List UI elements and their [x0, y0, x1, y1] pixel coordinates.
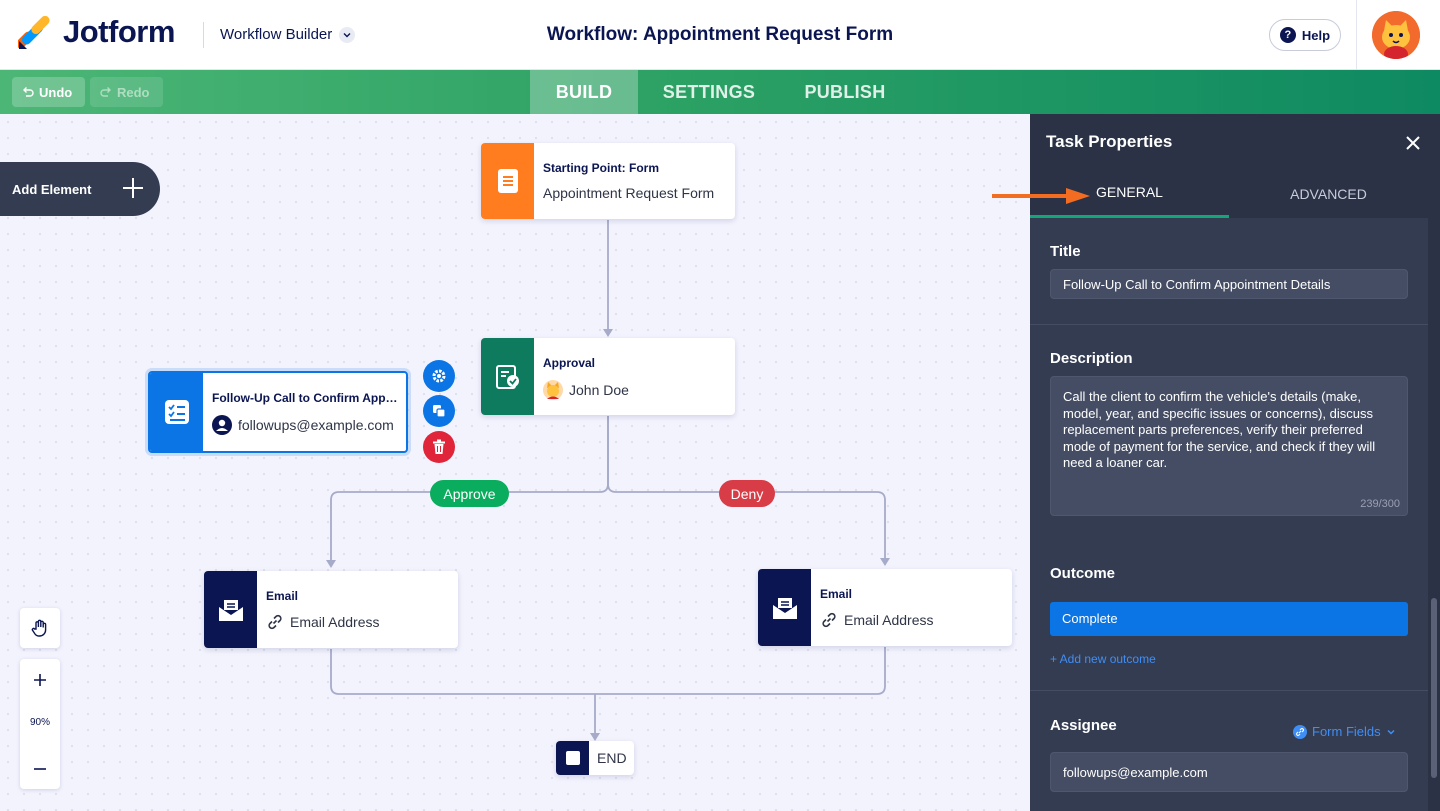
node-type-label: Approval — [543, 356, 596, 370]
approval-icon — [481, 338, 534, 415]
tab-build[interactable]: BUILD — [530, 70, 638, 114]
node-value: Appointment Request Form — [543, 185, 715, 201]
node-value: followups@example.com — [212, 415, 403, 435]
node-value: Email Address — [266, 613, 379, 631]
tab-settings[interactable]: SETTINGS — [662, 81, 756, 102]
email-icon — [204, 571, 257, 648]
redo-button[interactable]: Redo — [90, 77, 163, 107]
settings-gear-button[interactable] — [423, 360, 455, 392]
zoom-level: 90% — [29, 717, 50, 728]
duplicate-button[interactable] — [423, 395, 455, 427]
add-new-outcome-link[interactable]: + Add new outcome — [1050, 652, 1156, 666]
node-type-label: Email — [266, 589, 299, 603]
user-avatar-icon — [543, 380, 563, 400]
email-node-approve[interactable]: Email Email Address — [204, 571, 458, 648]
workflow-builder-dropdown[interactable]: Workflow Builder — [220, 26, 356, 43]
minus-icon — [34, 768, 46, 770]
help-label: Help — [1301, 27, 1331, 43]
copy-icon — [433, 405, 446, 418]
undo-button[interactable]: Undo — [12, 77, 85, 107]
panel-header: Task Properties — [1030, 114, 1440, 169]
node-value: Email Address — [820, 611, 933, 629]
add-element-button[interactable]: Add Element — [0, 162, 160, 216]
chevron-down-icon — [1387, 729, 1395, 735]
link-icon — [268, 614, 282, 630]
node-value: John Doe — [543, 380, 629, 400]
plus-icon — [34, 674, 46, 686]
node-type-label: Starting Point: Form — [543, 161, 659, 175]
gear-icon — [432, 369, 446, 383]
form-icon — [481, 143, 534, 219]
user-icon — [212, 415, 232, 435]
redo-label: Redo — [117, 84, 150, 100]
delete-button[interactable] — [423, 431, 455, 463]
plus-icon — [123, 178, 143, 198]
approve-branch-label[interactable]: Approve — [430, 480, 509, 507]
outcome-label: Outcome — [1050, 565, 1116, 582]
link-icon — [1293, 724, 1307, 739]
pan-tool-button[interactable] — [20, 608, 60, 648]
title-input[interactable]: Follow-Up Call to Confirm Appointment De… — [1050, 269, 1408, 299]
form-fields-label: Form Fields — [1312, 724, 1381, 739]
description-label: Description — [1050, 350, 1133, 367]
deny-branch-label[interactable]: Deny — [719, 480, 775, 507]
approval-node[interactable]: Approval John Doe — [481, 338, 735, 415]
section-divider — [1030, 324, 1428, 325]
panel-title: Task Properties — [1046, 132, 1173, 151]
stop-icon — [556, 741, 589, 775]
end-node[interactable]: END — [556, 741, 634, 775]
task-list-icon — [150, 373, 203, 451]
question-icon: ? — [1279, 27, 1296, 43]
brand-name[interactable]: Jotform — [63, 14, 175, 49]
task-properties-panel: Task Properties GENERAL ADVANCED Title F… — [1030, 114, 1440, 811]
workflow-title: Workflow: Appointment Request Form — [546, 24, 894, 45]
email-node-deny[interactable]: Email Email Address — [758, 569, 1012, 646]
form-fields-dropdown[interactable]: Form Fields — [1293, 724, 1396, 739]
start-form-node[interactable]: Starting Point: Form Appointment Request… — [481, 143, 735, 219]
assignee-label: Assignee — [1050, 717, 1117, 734]
character-count: 239/300 — [1360, 498, 1400, 510]
hand-icon — [31, 619, 47, 637]
header-divider — [1356, 0, 1357, 70]
close-icon[interactable] — [1403, 133, 1423, 153]
tab-publish[interactable]: PUBLISH — [804, 81, 886, 102]
panel-scrollbar-thumb[interactable] — [1431, 598, 1437, 778]
undo-label: Undo — [39, 84, 73, 100]
workflow-canvas[interactable]: Add Element Starting Point: Form Appoint… — [0, 114, 1030, 811]
email-icon — [758, 569, 811, 646]
avatar[interactable] — [1372, 11, 1420, 59]
chevron-down-icon — [339, 26, 356, 43]
help-button[interactable]: ? Help — [1269, 19, 1341, 51]
link-icon — [822, 612, 836, 628]
section-divider — [1030, 690, 1428, 691]
annotation-arrow-icon — [992, 188, 1090, 204]
node-type-label: Follow-Up Call to Confirm Appointment De… — [212, 391, 403, 405]
followup-task-node[interactable]: Follow-Up Call to Confirm Appointment De… — [148, 371, 408, 453]
redo-icon — [100, 87, 111, 97]
top-header: Jotform Workflow Builder Workflow: Appoi… — [0, 0, 1440, 70]
jotform-logo-icon[interactable] — [18, 16, 50, 50]
description-textarea[interactable]: Call the client to confirm the vehicle's… — [1050, 376, 1408, 516]
tab-advanced[interactable]: ADVANCED — [1290, 185, 1367, 202]
node-type-label: Email — [820, 587, 853, 601]
undo-icon — [23, 87, 34, 97]
zoom-controls: 90% — [20, 659, 60, 789]
outcome-complete[interactable]: Complete — [1050, 602, 1408, 636]
tab-general[interactable]: GENERAL — [1030, 169, 1229, 218]
builder-toolbar: Undo Redo BUILD SETTINGS PUBLISH — [0, 70, 1440, 114]
assignee-input[interactable]: followups@example.com — [1050, 752, 1408, 792]
workflow-builder-label: Workflow Builder — [220, 26, 333, 43]
header-divider — [203, 22, 204, 48]
add-element-label: Add Element — [12, 181, 92, 197]
trash-icon — [433, 439, 445, 454]
zoom-in-button[interactable] — [20, 665, 60, 695]
end-label: END — [597, 750, 627, 766]
zoom-out-button[interactable] — [20, 754, 60, 784]
title-label: Title — [1050, 243, 1081, 260]
cat-avatar-icon — [1372, 11, 1420, 59]
panel-tabs: GENERAL ADVANCED — [1030, 169, 1440, 218]
